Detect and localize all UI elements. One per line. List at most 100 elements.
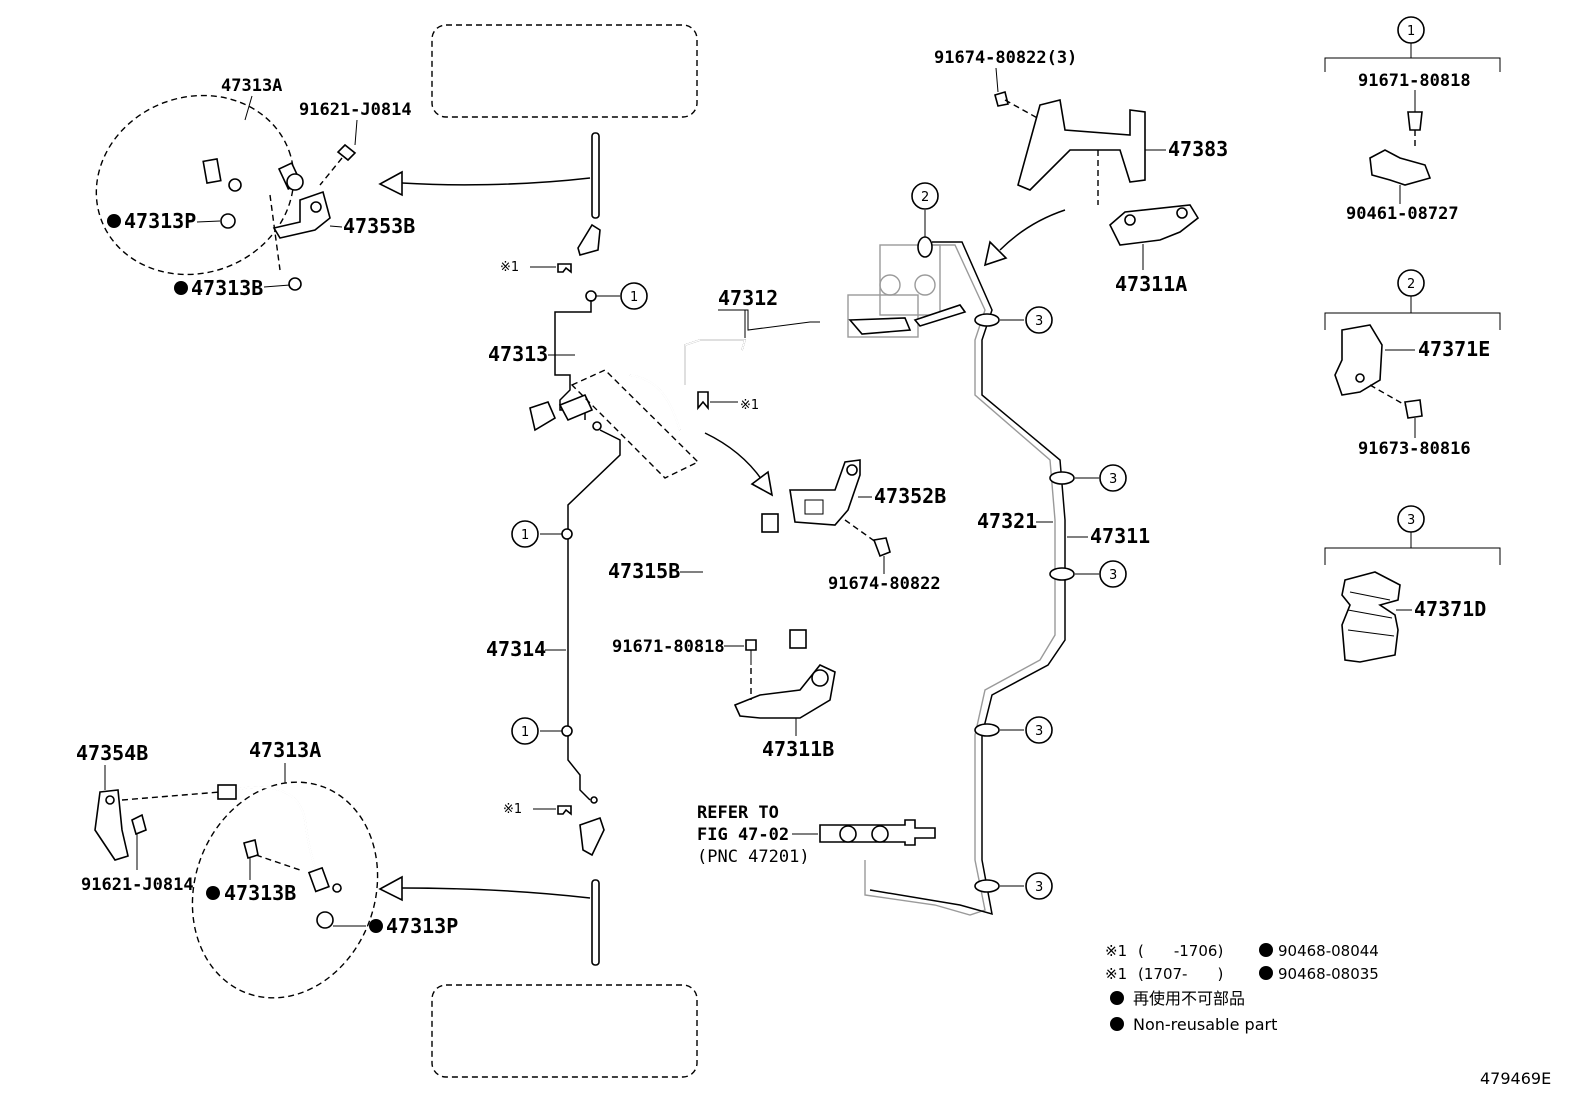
label-47313A-bot: 47313A (249, 738, 321, 762)
label-47314: 47314 (486, 637, 546, 661)
svg-text:1: 1 (521, 528, 529, 543)
label-refer-2: FIG 47-02 (697, 825, 789, 845)
key-panel-1: 1 91671-80818 90461-08727 (1324, 16, 1501, 224)
legend-row4-text: Non-reusable part (1133, 1015, 1277, 1034)
svg-text:2: 2 (1407, 277, 1415, 292)
label-47315B: 47315B (608, 559, 680, 583)
non-reusable-dot (1259, 943, 1273, 957)
callout-1: 1 (511, 717, 539, 745)
legend-row2-part: 90468-08035 (1278, 965, 1379, 983)
label-refer-1: REFER TO (697, 803, 779, 823)
top-bracket-47353B (272, 190, 331, 239)
non-reusable-dot (107, 214, 121, 228)
label-47311A: 47311A (1115, 272, 1187, 296)
label-47313: 47313 (488, 342, 548, 366)
pipe-47321 (864, 244, 1056, 916)
callout-2: 2 (911, 182, 939, 210)
bracket-lower-axle (579, 816, 605, 857)
svg-text:1: 1 (521, 725, 529, 740)
pipe-47314 (567, 429, 621, 801)
legend-row1-mark: ※1 (1105, 942, 1127, 960)
label-k2-47371E: 47371E (1418, 337, 1490, 361)
callout-3: 3 (1025, 872, 1053, 900)
top-wheel-box (431, 24, 698, 118)
svg-text:3: 3 (1035, 314, 1043, 329)
bottom-wheel-box (431, 984, 698, 1078)
label-x1-a: ※1 (500, 260, 519, 275)
legend-row3-text: 再使用不可部品 (1133, 989, 1245, 1008)
label-47313B-top: 47313B (191, 276, 263, 300)
arrow-to-bottom-detail (401, 887, 591, 899)
clamp-47371D (1341, 571, 1401, 663)
hose-47312 (684, 339, 747, 385)
callout-1: 1 (620, 282, 648, 310)
non-reusable-dot (174, 281, 188, 295)
label-91621-bot: 91621-J0814 (81, 875, 194, 895)
clamp-90461 (1369, 149, 1432, 186)
label-47353B: 47353B (343, 214, 415, 238)
svg-text:2: 2 (921, 190, 929, 205)
svg-text:3: 3 (1035, 724, 1043, 739)
non-reusable-dot (1259, 966, 1273, 980)
actuator-bracket (848, 304, 967, 335)
bracket-upper-axle (577, 223, 601, 256)
label-91674-top: 91674-80822(3) (934, 48, 1077, 68)
svg-text:3: 3 (1109, 568, 1117, 583)
non-reusable-dot (369, 919, 383, 933)
svg-text:3: 3 (1035, 880, 1043, 895)
svg-text:3: 3 (1407, 513, 1415, 528)
bracket-47383 (1017, 99, 1146, 191)
label-47311: 47311 (1090, 524, 1150, 548)
figure-id: 479469E (1480, 1069, 1551, 1088)
label-refer-3: (PNC 47201) (697, 847, 810, 867)
svg-text:3: 3 (1109, 472, 1117, 487)
label-k2-91673: 91673-80816 (1358, 439, 1471, 459)
bottom-axle (591, 879, 600, 966)
label-47313A-top: 47313A (221, 76, 282, 96)
bracket-47352B (789, 459, 861, 526)
label-k3-47371D: 47371D (1414, 597, 1486, 621)
hose-47315B (703, 521, 796, 641)
legend-row1-range: ( -1706) (1138, 942, 1223, 960)
label-47354B: 47354B (76, 741, 148, 765)
legend-row1-part: 90468-08044 (1278, 942, 1379, 960)
label-k1-91671: 91671-80818 (1358, 71, 1471, 91)
bracket-47354B (94, 789, 129, 861)
callout-3: 3 (1025, 716, 1053, 744)
label-91621-top: 91621-J0814 (299, 100, 412, 120)
callout-3: 3 (1025, 306, 1053, 334)
label-47313P-top: 47313P (124, 209, 196, 233)
label-47311B: 47311B (762, 737, 834, 761)
arrow-to-top-detail (401, 177, 591, 186)
top-axle (591, 132, 600, 219)
callout-3: 3 (1099, 464, 1127, 492)
key-panel-2: 2 47371E 91673-80816 (1324, 269, 1501, 459)
label-91671-mid: 91671-80818 (612, 637, 725, 657)
top-detail-ellipse (95, 94, 295, 276)
label-47313B-bot: 47313B (224, 881, 296, 905)
callout-1: 1 (511, 520, 539, 548)
bracket-47311B (733, 664, 836, 719)
non-reusable-dot (206, 886, 220, 900)
label-91674-mid: 91674-80822 (828, 574, 941, 594)
label-47313P-bot: 47313P (386, 914, 458, 938)
non-reusable-dot (1110, 1017, 1124, 1031)
callout-3: 3 (1099, 560, 1127, 588)
label-47312: 47312 (718, 286, 778, 310)
clamp-47371E (1334, 324, 1383, 396)
label-k1-90461: 90461-08727 (1346, 204, 1459, 224)
svg-text:1: 1 (630, 290, 638, 305)
label-47352B: 47352B (874, 484, 946, 508)
label-x1-b: ※1 (503, 802, 522, 817)
label-47383: 47383 (1168, 137, 1228, 161)
svg-text:1: 1 (1407, 24, 1415, 39)
legend: ※1 ( -1706) 90468-08044 ※1 (1707- ) 9046… (1105, 942, 1379, 1034)
label-x1-c: ※1 (740, 398, 759, 413)
legend-row2-range: (1707- ) (1138, 965, 1223, 983)
legend-row2-mark: ※1 (1105, 965, 1127, 983)
non-reusable-dot (1110, 991, 1124, 1005)
label-47321: 47321 (977, 509, 1037, 533)
bottom-detail-ellipse (191, 781, 379, 999)
